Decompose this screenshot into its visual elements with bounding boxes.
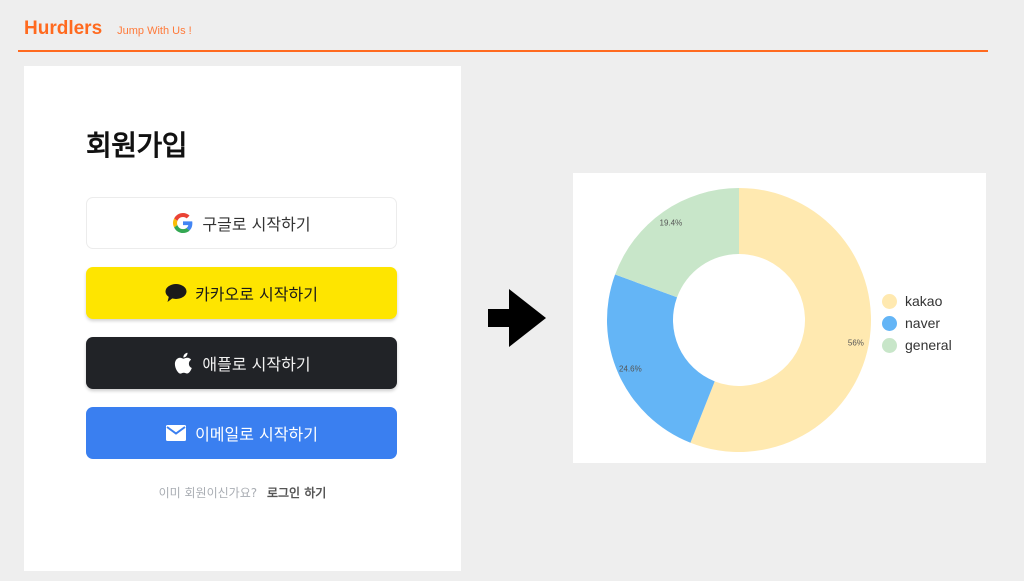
- login-question: 이미 회원이신가요?: [158, 486, 258, 500]
- google-icon: [172, 212, 194, 234]
- legend-item-naver: naver: [882, 312, 952, 334]
- kakao-signup-label: 카카오로 시작하기: [195, 285, 318, 304]
- legend-item-kakao: kakao: [882, 290, 952, 312]
- page-title: 회원가입: [86, 129, 188, 162]
- donut-slice-general: [615, 188, 739, 298]
- header-divider: [18, 50, 988, 52]
- speech-bubble-icon: [165, 282, 187, 304]
- legend-item-general: general: [882, 334, 952, 356]
- brand-logo[interactable]: Hurdlers: [24, 18, 103, 39]
- google-signup-label: 구글로 시작하기: [202, 215, 311, 234]
- apple-signup-label: 애플로 시작하기: [202, 355, 311, 374]
- email-signup-label: 이메일로 시작하기: [195, 425, 318, 444]
- legend-label-naver: naver: [905, 315, 941, 331]
- kakao-signup-button[interactable]: 카카오로 시작하기: [86, 267, 397, 319]
- envelope-icon: [165, 422, 187, 444]
- slice-label-kakao: 56%: [848, 338, 864, 347]
- tagline: Jump With Us !: [117, 25, 192, 37]
- apple-signup-button[interactable]: 애플로 시작하기: [86, 337, 397, 389]
- login-prompt-row: 이미 회원이신가요? 로그인 하기: [24, 484, 461, 501]
- donut-slice-kakao: [690, 188, 871, 452]
- email-signup-button[interactable]: 이메일로 시작하기: [86, 407, 397, 459]
- slice-label-general: 19.4%: [660, 218, 683, 227]
- login-link[interactable]: 로그인 하기: [266, 486, 327, 500]
- donut-slice-naver: [607, 274, 715, 443]
- legend-label-kakao: kakao: [905, 293, 943, 309]
- app-header: Hurdlers Jump With Us !: [24, 18, 192, 40]
- right-arrow-icon: [488, 289, 546, 351]
- legend-swatch-general: [882, 337, 897, 353]
- legend-swatch-kakao: [882, 293, 897, 309]
- donut-chart: 56% 24.6% 19.4% kakao naver general: [573, 173, 986, 463]
- donut-chart-plot: 56% 24.6% 19.4%: [607, 188, 871, 452]
- google-signup-button[interactable]: 구글로 시작하기: [86, 197, 397, 249]
- apple-icon: [172, 352, 194, 374]
- legend-label-general: general: [905, 337, 952, 353]
- signup-panel: 회원가입 구글로 시작하기 카카오로 시작하기 애플로 시작하기: [24, 66, 461, 571]
- slice-label-naver: 24.6%: [619, 365, 642, 374]
- chart-legend: kakao naver general: [882, 290, 952, 356]
- legend-swatch-naver: [882, 315, 897, 331]
